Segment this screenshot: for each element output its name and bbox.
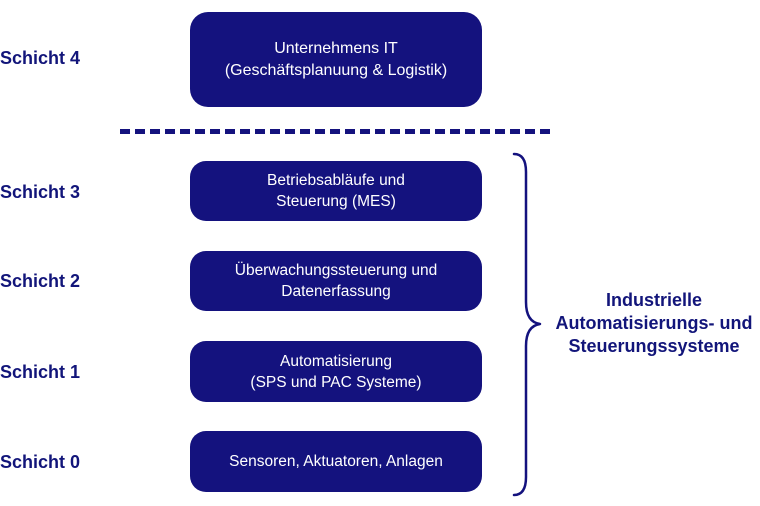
layer-box-line-2: (SPS und PAC Systeme) xyxy=(250,373,422,391)
layer-box-line-1: Überwachungssteuerung und xyxy=(234,262,438,279)
layer-box-line-2: Steuerung (MES) xyxy=(276,193,396,210)
layer-box-scada: Überwachungssteuerung und Datenerfassung xyxy=(190,251,482,311)
layer-box-enterprise-it: Unternehmens IT (Geschäftsplanuung & Log… xyxy=(190,12,482,107)
layer-box-line-2: Datenerfassung xyxy=(281,283,391,300)
layer-box-automation: Automatisierung (SPS und PAC Systeme) xyxy=(190,341,482,402)
layer-box-line-1: Automatisierung xyxy=(279,352,392,370)
curly-brace-icon xyxy=(512,152,542,497)
layer-box-mes: Betriebsabläufe und Steuerung (MES) xyxy=(190,161,482,221)
group-label-line-2: Automatisierungs- und xyxy=(555,313,753,333)
layer-label-schicht-4: Schicht 4 xyxy=(0,48,81,68)
layer-box-line-1: Betriebsabläufe und xyxy=(267,172,405,189)
layer-label-schicht-0: Schicht 0 xyxy=(0,452,81,472)
layer-box-line-2: (Geschäftsplanuung & Logistik) xyxy=(224,61,448,79)
layer-divider xyxy=(120,129,550,134)
layer-box-sensors: Sensoren, Aktuatoren, Anlagen xyxy=(190,431,482,492)
layer-box-line-1: Unternehmens IT xyxy=(274,39,398,57)
group-label-line-1: Industrielle xyxy=(605,290,703,310)
layer-label-schicht-3: Schicht 3 xyxy=(0,182,81,202)
group-label-line-3: Steuerungssysteme xyxy=(568,336,740,356)
group-label: Industrielle Automatisierungs- und Steue… xyxy=(548,289,760,358)
layer-label-schicht-1: Schicht 1 xyxy=(0,362,81,382)
layer-label-schicht-2: Schicht 2 xyxy=(0,271,81,291)
layer-box-line-1: Sensoren, Aktuatoren, Anlagen xyxy=(229,453,443,470)
